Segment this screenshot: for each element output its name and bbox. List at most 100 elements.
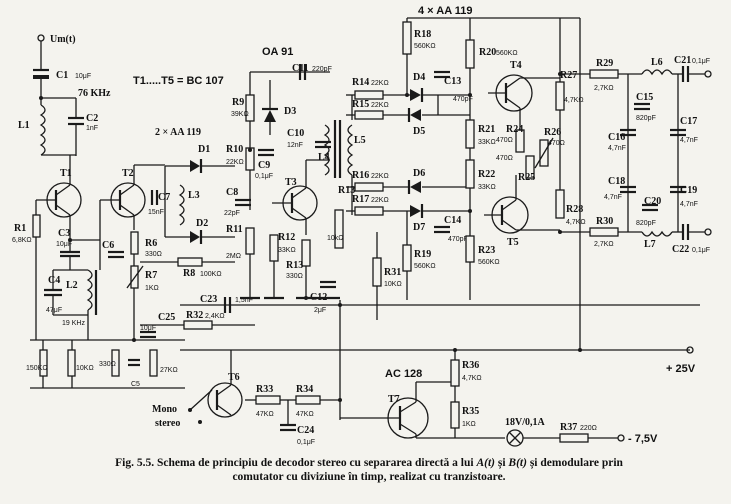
resistor-r32	[183, 320, 213, 330]
svg-text:R31: R31	[384, 267, 401, 278]
svg-text:- 7,5V: - 7,5V	[628, 433, 658, 445]
resistor-r22	[465, 159, 475, 189]
svg-text:R37: R37	[560, 422, 577, 433]
resistor-r35	[450, 401, 460, 429]
svg-text:T1: T1	[60, 168, 72, 179]
resistor-r1	[32, 214, 41, 238]
svg-text:R29: R29	[596, 58, 613, 69]
svg-text:D1: D1	[198, 144, 210, 155]
svg-text:560KΩ: 560KΩ	[496, 50, 518, 57]
svg-text:2,4KΩ: 2,4KΩ	[205, 313, 225, 320]
svg-text:T7: T7	[388, 394, 400, 405]
svg-text:330Ω: 330Ω	[99, 361, 116, 368]
svg-text:560KΩ: 560KΩ	[414, 263, 436, 270]
resistor-r4	[111, 349, 120, 377]
svg-text:Mono: Mono	[152, 404, 177, 415]
svg-text:L1: L1	[18, 120, 30, 131]
resistor-r11	[245, 227, 255, 255]
svg-text:2MΩ: 2MΩ	[226, 253, 241, 260]
supply-negative-terminal	[617, 434, 625, 442]
svg-text:T3: T3	[285, 177, 297, 188]
svg-text:100KΩ: 100KΩ	[200, 271, 222, 278]
svg-text:OA 91: OA 91	[262, 46, 293, 58]
svg-text:10μF: 10μF	[75, 73, 91, 80]
svg-text:C2: C2	[86, 113, 98, 124]
svg-text:4,7nF: 4,7nF	[604, 194, 622, 201]
transistor-t5: T5	[484, 196, 529, 248]
svg-text:0,1μF: 0,1μF	[692, 58, 710, 65]
svg-text:820pF: 820pF	[636, 115, 656, 122]
resistor-r20	[465, 39, 475, 69]
resistor-r15: R15 22KΩ	[352, 99, 389, 120]
svg-text:10μF: 10μF	[56, 241, 72, 248]
svg-text:22KΩ: 22KΩ	[371, 102, 389, 109]
svg-text:22KΩ: 22KΩ	[371, 197, 389, 204]
svg-text:R20: R20	[479, 47, 496, 58]
svg-text:C14: C14	[444, 215, 461, 226]
svg-text:C10: C10	[287, 128, 304, 139]
svg-text:R36: R36	[462, 360, 479, 371]
svg-text:33KΩ: 33KΩ	[478, 184, 496, 191]
svg-text:L5: L5	[354, 135, 366, 146]
resistor-r36	[450, 359, 460, 387]
svg-text:C17: C17	[680, 116, 697, 127]
svg-text:220pF: 220pF	[312, 66, 332, 73]
svg-text:4 × AA 119: 4 × AA 119	[418, 5, 473, 17]
svg-text:D7: D7	[413, 222, 425, 233]
resistor-r31	[372, 257, 382, 287]
svg-text:R17: R17	[352, 194, 369, 205]
transistor-t2: T2	[99, 164, 165, 270]
svg-text:0,1μF: 0,1μF	[255, 173, 273, 180]
svg-text:0,1μF: 0,1μF	[692, 247, 710, 254]
resistor-r37	[559, 433, 589, 443]
svg-text:R32: R32	[186, 310, 203, 321]
svg-text:R24: R24	[506, 124, 523, 135]
svg-text:C23: C23	[200, 294, 217, 305]
svg-text:C9: C9	[258, 160, 270, 171]
svg-text:C5: C5	[131, 381, 140, 388]
svg-text:2 × AA 119: 2 × AA 119	[155, 127, 201, 138]
resistor-r24	[515, 129, 525, 153]
svg-text:C7: C7	[158, 192, 170, 203]
transistor-t1: T1	[36, 155, 82, 240]
svg-text:4,7nF: 4,7nF	[680, 201, 698, 208]
svg-text:R9: R9	[232, 97, 244, 108]
mono-stereo-switch[interactable]	[189, 389, 213, 411]
svg-text:C22: C22	[672, 244, 689, 255]
svg-text:22pF: 22pF	[224, 210, 240, 217]
output-a-terminal	[704, 70, 712, 78]
resistor-r3	[67, 349, 76, 377]
svg-text:10KΩ: 10KΩ	[384, 281, 402, 288]
svg-text:R28: R28	[566, 204, 583, 215]
svg-text:2,7KΩ: 2,7KΩ	[594, 241, 614, 248]
resistor-r27	[555, 81, 565, 111]
svg-text:470Ω: 470Ω	[496, 155, 513, 162]
svg-text:D5: D5	[413, 126, 425, 137]
svg-text:4,7nF: 4,7nF	[608, 145, 626, 152]
figure-caption: Fig. 5.5. Schema de principiu de decodor…	[115, 457, 623, 483]
svg-text:2μF: 2μF	[314, 307, 326, 314]
svg-text:22KΩ: 22KΩ	[371, 80, 389, 87]
svg-text:12nF: 12nF	[287, 142, 303, 149]
svg-text:R16: R16	[352, 170, 369, 181]
svg-text:stereo: stereo	[155, 418, 180, 429]
svg-text:R13: R13	[286, 260, 303, 271]
svg-text:C8: C8	[226, 187, 238, 198]
svg-text:330Ω: 330Ω	[145, 251, 162, 258]
svg-text:D2: D2	[196, 218, 208, 229]
svg-text:R18: R18	[414, 29, 431, 40]
svg-text:C15: C15	[636, 92, 653, 103]
svg-text:15nF: 15nF	[148, 209, 164, 216]
svg-text:33KΩ: 33KΩ	[278, 247, 296, 254]
svg-text:C4: C4	[48, 275, 60, 286]
resistor-r17: R17 22KΩ	[352, 194, 389, 216]
svg-text:C21: C21	[674, 55, 691, 66]
svg-text:L6: L6	[651, 57, 663, 68]
svg-text:10kΩ: 10kΩ	[327, 235, 344, 242]
svg-text:T2: T2	[122, 168, 134, 179]
svg-text:R8: R8	[183, 268, 195, 279]
svg-text:19 KHz: 19 KHz	[62, 320, 85, 327]
svg-text:560KΩ: 560KΩ	[414, 43, 436, 50]
